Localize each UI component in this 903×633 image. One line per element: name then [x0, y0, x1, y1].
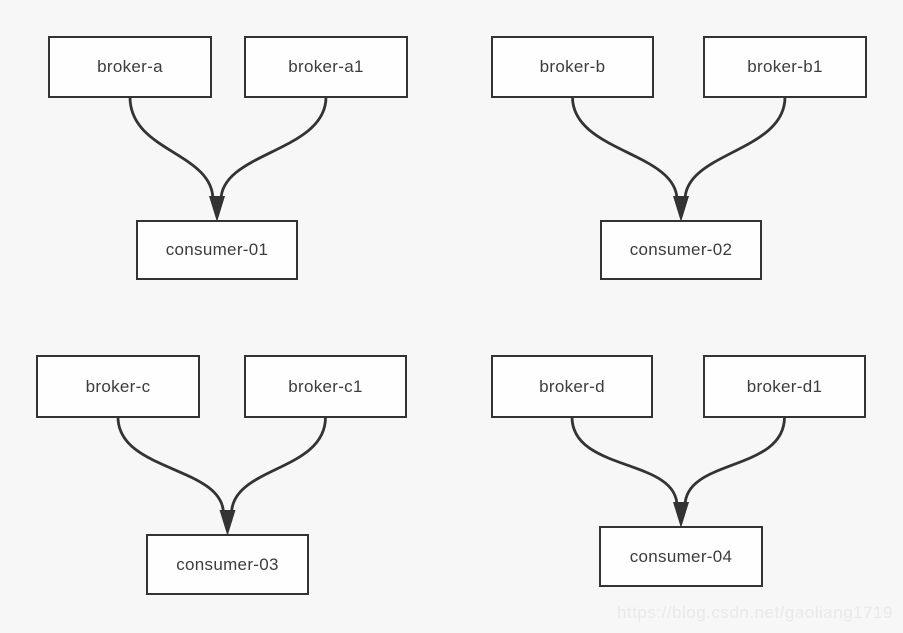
broker-node-broker-c: broker-c — [36, 355, 200, 418]
broker-node-broker-d1: broker-d1 — [703, 355, 866, 418]
broker-label: broker-a1 — [288, 57, 364, 76]
broker-label: broker-c1 — [288, 376, 363, 396]
edge-broker-b-to-consumer-02 — [571, 95, 679, 202]
arrowhead-consumer-02 — [673, 196, 689, 222]
consumer-node-consumer-04: consumer-04 — [599, 526, 763, 587]
arrowhead-consumer-04 — [673, 502, 689, 528]
edge-broker-b1-to-consumer-02 — [683, 95, 787, 202]
broker-label: broker-a — [97, 57, 163, 76]
edge-broker-c1-to-consumer-03 — [230, 415, 327, 516]
broker-label: broker-b1 — [747, 57, 823, 76]
edge-broker-d1-to-consumer-04 — [683, 415, 786, 508]
arrowhead-consumer-01 — [209, 196, 225, 222]
edge-broker-a1-to-consumer-01 — [219, 95, 328, 202]
consumer-label: consumer-01 — [165, 240, 269, 259]
edge-broker-a-to-consumer-01 — [128, 95, 215, 202]
arrowhead-consumer-03 — [219, 510, 236, 536]
broker-label: broker-d — [539, 376, 605, 396]
consumer-node-consumer-02: consumer-02 — [600, 220, 762, 280]
broker-node-broker-a: broker-a — [48, 36, 212, 98]
consumer-label: consumer-03 — [176, 554, 279, 574]
broker-label: broker-c — [85, 376, 151, 396]
consumer-node-consumer-01: consumer-01 — [136, 220, 298, 280]
consumer-node-consumer-03: consumer-03 — [146, 534, 309, 595]
broker-node-broker-d: broker-d — [491, 355, 653, 418]
broker-label: broker-d1 — [746, 376, 823, 396]
consumer-label: consumer-02 — [629, 240, 733, 259]
broker-node-broker-b: broker-b — [491, 36, 654, 98]
edge-broker-c-to-consumer-03 — [116, 415, 225, 516]
edge-broker-d-to-consumer-04 — [570, 415, 679, 508]
broker-node-broker-a1: broker-a1 — [244, 36, 408, 98]
consumer-label: consumer-04 — [629, 546, 733, 566]
broker-node-broker-c1: broker-c1 — [244, 355, 407, 418]
watermark: https://blog.csdn.net/gaoliang1719 — [617, 603, 893, 622]
broker-node-broker-b1: broker-b1 — [703, 36, 867, 98]
broker-label: broker-b — [539, 57, 606, 76]
